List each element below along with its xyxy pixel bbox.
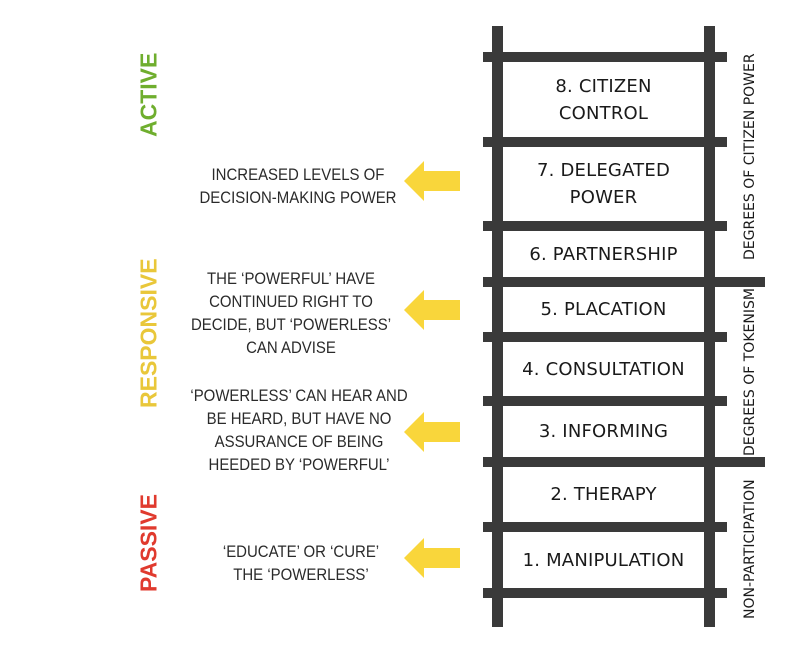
left-arrow-icon — [404, 290, 460, 330]
description-educate-or-cure: ‘EDUCATE’ OR ‘CURE’ THE ‘POWERLESS’ — [222, 542, 380, 584]
ladder-right-rail — [704, 26, 715, 627]
section-label-non-participation: NON-PARTICIPATION — [742, 479, 758, 619]
ladder-rung-section-divider — [483, 457, 765, 467]
rung-label-therapy: 2. THERAPY — [550, 484, 657, 505]
ladder-rung — [483, 137, 727, 147]
level-label-responsive: RESPONSIVE — [135, 258, 162, 408]
rung-label-delegated-power: 7. DELEGATED POWER — [536, 160, 671, 208]
rung-label-placation: 5. PLACATION — [540, 299, 667, 320]
left-arrow-icon — [404, 412, 460, 452]
ladder-rung — [483, 221, 727, 231]
rung-label-manipulation: 1. MANIPULATION — [522, 549, 685, 571]
description-hear-and-be-heard: ‘POWERLESS’ CAN HEAR AND BE HEARD, BUT H… — [190, 386, 408, 474]
rung-label-informing: 3. INFORMING — [538, 421, 669, 442]
ladder-rung-section-divider — [483, 277, 765, 287]
description-powerful-decide: THE ‘POWERFUL’ HAVE CONTINUED RIGHT TO D… — [190, 269, 392, 357]
level-label-active: ACTIVE — [135, 52, 162, 138]
rung-label-consultation: 4. CONSULTATION — [522, 358, 685, 380]
ladder-left-rail — [492, 26, 503, 627]
section-label-citizen-power: DEGREES OF CITIZEN POWER — [742, 53, 758, 261]
left-arrow-icon — [404, 538, 460, 578]
rung-label-citizen-control: 8. CITIZEN CONTROL — [555, 75, 652, 124]
rung-label-partnership: 6. PARTNERSHIP — [529, 243, 678, 265]
ladder-rung — [483, 588, 727, 598]
level-label-passive: PASSIVE — [135, 494, 162, 592]
ladder-rung — [483, 52, 727, 62]
ladder-rung — [483, 396, 727, 406]
ladder-rung — [483, 332, 727, 342]
left-arrow-icon — [404, 161, 460, 201]
description-decision-making-power: INCREASED LEVELS OF DECISION-MAKING POWE… — [199, 165, 397, 207]
section-label-tokenism: DEGREES OF TOKENISM — [742, 288, 758, 456]
ladder-rung — [483, 522, 727, 532]
